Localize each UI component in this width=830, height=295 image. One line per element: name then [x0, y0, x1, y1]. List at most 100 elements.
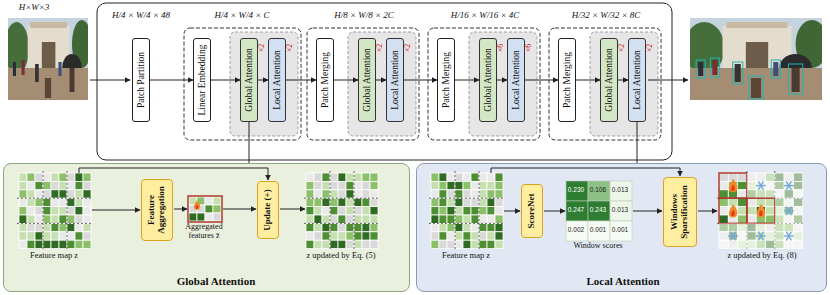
grid-caption: z updated by Eq. (5) [306, 251, 375, 260]
windows-sparsification-box: Windows Sparsification [663, 177, 697, 247]
grid-cell [431, 190, 439, 198]
grid-cell [27, 207, 35, 215]
grid-cell [197, 213, 205, 221]
grid-cell [306, 232, 314, 240]
heatmap-cell [610, 181, 632, 201]
panel-drawing [17, 168, 380, 251]
grid-cell [43, 181, 51, 189]
grid-cell [447, 207, 455, 215]
grid-cell [51, 190, 59, 198]
heatmap-cell [610, 201, 632, 221]
grid-cell [370, 232, 378, 240]
grid-cell [346, 240, 354, 248]
grid-cell [306, 223, 314, 231]
grid-cell [463, 240, 471, 248]
window-score-heatmap [566, 181, 632, 241]
grid-cell [719, 215, 728, 223]
grid-cell [51, 223, 59, 231]
heatmap-cell [588, 221, 610, 241]
grid-cell [455, 223, 463, 231]
grid-cell [330, 223, 338, 231]
grid-cell [19, 232, 27, 240]
box-label: Feature Aggregation [147, 182, 167, 238]
grid-cell [35, 198, 43, 206]
grid-cell [189, 213, 197, 221]
grid-cell [314, 190, 322, 198]
local-attention-box: Local Attention×6 [507, 38, 525, 122]
grid-cell [463, 207, 471, 215]
grid-cell [719, 198, 728, 206]
grid-cell [338, 207, 346, 215]
grid-cell [67, 190, 75, 198]
grid-cell [83, 215, 91, 223]
backbone-frame [97, 3, 672, 160]
frozen-window [775, 223, 803, 248]
grid-cell [766, 215, 775, 223]
grid-cell [306, 190, 314, 198]
grid-cell [487, 198, 495, 206]
grid-cell [35, 173, 43, 181]
grid-cell [213, 205, 221, 213]
grid-cell [455, 190, 463, 198]
grid-cell [487, 223, 495, 231]
snowflake-arm [786, 206, 791, 215]
grid-cell [370, 190, 378, 198]
feature-map-grid [17, 171, 93, 251]
flow-arrow [525, 80, 558, 81]
grid-cell [455, 181, 463, 189]
snowflake-icon [756, 181, 766, 190]
grid-cell [354, 181, 362, 189]
grid-cell [455, 232, 463, 240]
grid-cell [83, 190, 91, 198]
grid-cell [330, 173, 338, 181]
grid-cell [354, 190, 362, 198]
grid-cell [487, 181, 495, 189]
grid-cell [59, 215, 67, 223]
grid-cell [487, 232, 495, 240]
heatmap-cell [610, 221, 632, 241]
grid-cell [354, 198, 362, 206]
grid-cell [439, 240, 447, 248]
grid-cell [346, 223, 354, 231]
grid-cell [27, 240, 35, 248]
frozen-window [775, 198, 803, 223]
global-attention-box: Global Attention×2 [240, 38, 258, 122]
output-arrow [648, 80, 688, 81]
grid-cell [27, 215, 35, 223]
grid-cell [346, 198, 354, 206]
grid-cell [495, 207, 503, 215]
grid-cell [75, 207, 83, 215]
repeat-count: ×2 [646, 44, 654, 53]
snowflake-icon [784, 232, 794, 241]
grid-cell [35, 223, 43, 231]
box-label: Patch Merging [320, 41, 330, 119]
grid-cell [766, 198, 775, 206]
grid-cell [447, 190, 455, 198]
grid-cell [495, 173, 503, 181]
window-divider [354, 171, 355, 251]
grid-cell [719, 207, 728, 215]
patch-partition-box: Patch Partition [132, 38, 150, 122]
grid-cell [362, 207, 370, 215]
window-divider [43, 171, 44, 251]
stage-group [307, 28, 419, 140]
grid-cell [370, 198, 378, 206]
grid-cell [27, 173, 35, 181]
grid-cell [439, 190, 447, 198]
grid-cell [354, 223, 362, 231]
grid-cell [306, 240, 314, 248]
box-label: Local Attention [632, 41, 642, 119]
grid-cell [338, 215, 346, 223]
flow-arrow [455, 80, 479, 81]
window-divider [67, 171, 68, 251]
frozen-window [719, 223, 747, 248]
grid-cell [431, 223, 439, 231]
feature-aggregation-box: Feature Aggregation [141, 179, 173, 241]
grid-cell [439, 173, 447, 181]
grid-cell [67, 232, 75, 240]
sparsified-feature-grid [717, 171, 805, 251]
grid-cell [738, 181, 747, 189]
local-attention-box: Local Attention×2 [268, 38, 286, 122]
grid-cell [346, 232, 354, 240]
grid-cell [43, 198, 51, 206]
